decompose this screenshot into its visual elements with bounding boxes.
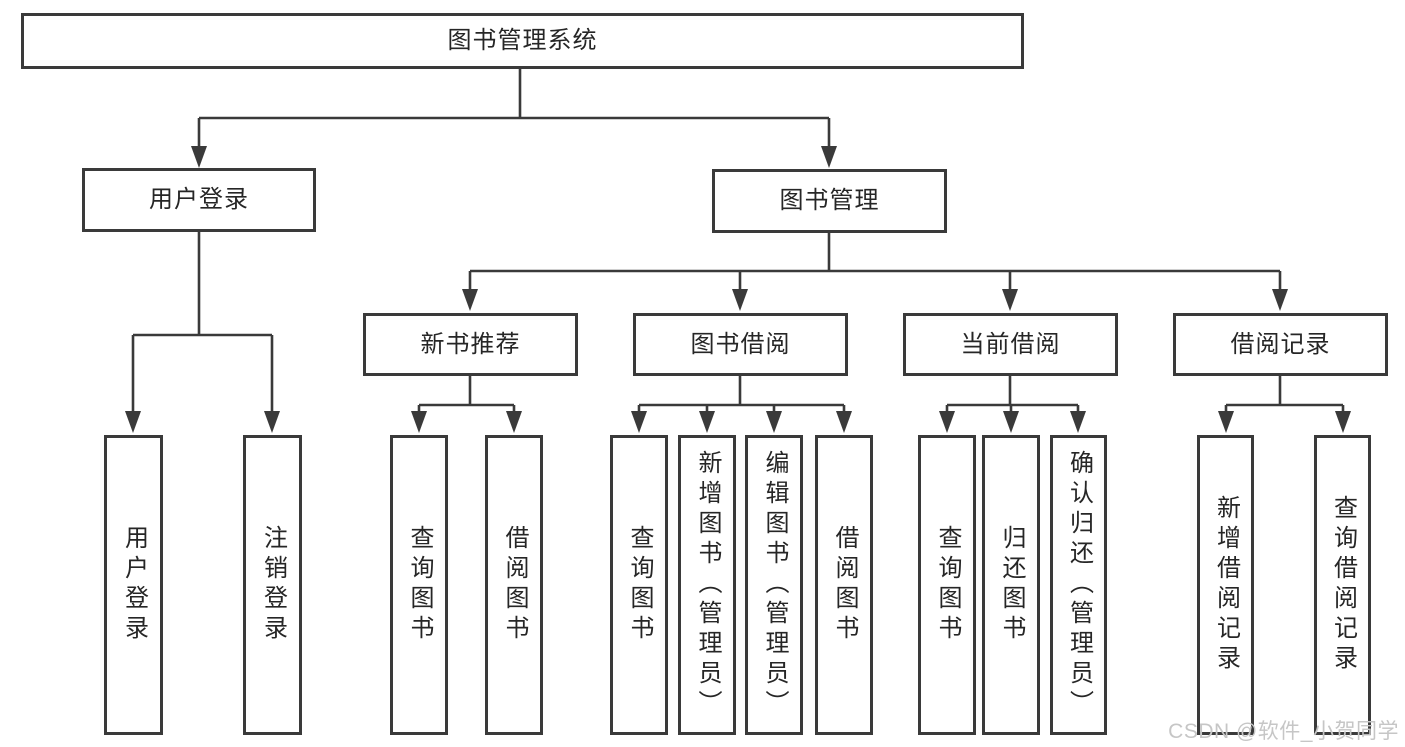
leaf-borrow-books-recommendation: 借阅图书 (485, 435, 543, 735)
leaf-return-books: 归还图书 (982, 435, 1040, 735)
arrowhead (1003, 411, 1019, 433)
connector-system-to-level2 (191, 69, 837, 168)
leaf-query-books-current: 查询图书 (918, 435, 976, 735)
arrowhead (821, 146, 837, 168)
leaf-confirm-return-admin: 确认归还（管理员） (1050, 435, 1107, 735)
arrowhead (125, 411, 141, 433)
arrowhead (1070, 411, 1086, 433)
arrowhead (939, 411, 955, 433)
connector-new-book-rec-children (411, 376, 522, 433)
leaf-add-borrow-record: 新增借阅记录 (1197, 435, 1254, 735)
node-user-login: 用户登录 (82, 168, 316, 232)
connector-current-borrow-children (939, 376, 1086, 433)
arrowhead (1272, 289, 1288, 311)
leaf-query-books-recommendation: 查询图书 (390, 435, 448, 735)
arrowhead (191, 146, 207, 168)
leaf-borrow-books-borrowing: 借阅图书 (815, 435, 873, 735)
leaf-query-books-borrowing: 查询图书 (610, 435, 668, 735)
connector-user-login-children (125, 232, 280, 433)
node-borrowing-records: 借阅记录 (1173, 313, 1388, 376)
arrowhead (1002, 289, 1018, 311)
arrowhead (462, 289, 478, 311)
arrowhead (411, 411, 427, 433)
node-new-book-recommendation: 新书推荐 (363, 313, 578, 376)
arrowhead (732, 289, 748, 311)
node-book-management: 图书管理 (712, 169, 947, 233)
node-book-borrowing: 图书借阅 (633, 313, 848, 376)
connector-book-mgmt-children (462, 233, 1288, 311)
leaf-add-books-admin: 新增图书（管理员） (678, 435, 736, 735)
arrowhead (506, 411, 522, 433)
leaf-query-borrow-record: 查询借阅记录 (1314, 435, 1371, 735)
leaf-edit-books-admin: 编辑图书（管理员） (745, 435, 803, 735)
arrowhead (1218, 411, 1234, 433)
arrowhead (766, 411, 782, 433)
connector-book-borrow-children (631, 376, 852, 433)
arrowhead (631, 411, 647, 433)
arrowhead (836, 411, 852, 433)
csdn-watermark: CSDN @软件_小贺同学 (1168, 720, 1399, 743)
connector-borrow-records-children (1218, 376, 1351, 433)
node-library-management-system: 图书管理系统 (21, 13, 1024, 69)
leaf-user-login: 用户登录 (104, 435, 163, 735)
node-current-borrowing: 当前借阅 (903, 313, 1118, 376)
leaf-logout: 注销登录 (243, 435, 302, 735)
arrowhead (699, 411, 715, 433)
arrowhead (264, 411, 280, 433)
arrowhead (1335, 411, 1351, 433)
